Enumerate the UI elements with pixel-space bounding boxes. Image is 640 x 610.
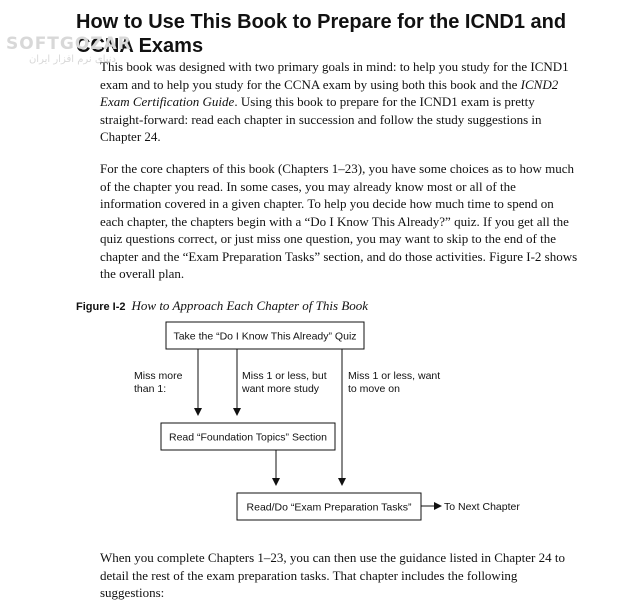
- foundation-topics-label: Read “Foundation Topics” Section: [169, 432, 327, 444]
- section-heading-line2: CCNA Exams: [76, 35, 204, 57]
- paragraph-complete-chapters: When you complete Chapters 1–23, you can…: [100, 550, 565, 600]
- paragraph-book-goals-text-2: . Using this book to prepare for the ICN…: [100, 94, 542, 144]
- branch-move-on-line1: Miss 1 or less, want: [348, 370, 440, 382]
- branch-move-on-line2: to move on: [348, 383, 400, 395]
- branch-more-study-line2: want more study: [241, 383, 320, 395]
- exam-prep-label: Read/Do “Exam Preparation Tasks”: [247, 502, 412, 514]
- paragraph-book-goals-text-1: This book was designed with two primary …: [100, 59, 569, 92]
- icnd2-guide-title: ICND2 Exam Certification Guide: [100, 76, 559, 110]
- branch-miss-more-line1: Miss more: [134, 370, 183, 382]
- section-heading: How to Use This Book to Prepare for the …: [76, 10, 616, 58]
- quiz-box: [165, 321, 365, 350]
- branch-miss-more-line2: than 1:: [134, 383, 166, 395]
- foundation-topics-box: [160, 422, 336, 451]
- figure-title: How to Approach Each Chapter of This Boo…: [131, 298, 369, 313]
- paragraph-book-goals: This book was designed with two primary …: [100, 58, 580, 146]
- exam-prep-box: [236, 492, 422, 521]
- branch-more-study-line1: Miss 1 or less, but: [242, 370, 327, 382]
- next-chapter-label: To Next Chapter: [444, 501, 520, 513]
- figure-number: Figure I-2: [76, 301, 126, 313]
- paragraph-core-chapters: For the core chapters of this book (Chap…: [100, 161, 578, 281]
- quiz-box-label: Take the “Do I Know This Already” Quiz: [173, 331, 356, 343]
- figure-caption: Figure I-2 How to Approach Each Chapter o…: [76, 298, 368, 315]
- section-heading-line1: How to Use This Book to Prepare for the …: [76, 11, 567, 33]
